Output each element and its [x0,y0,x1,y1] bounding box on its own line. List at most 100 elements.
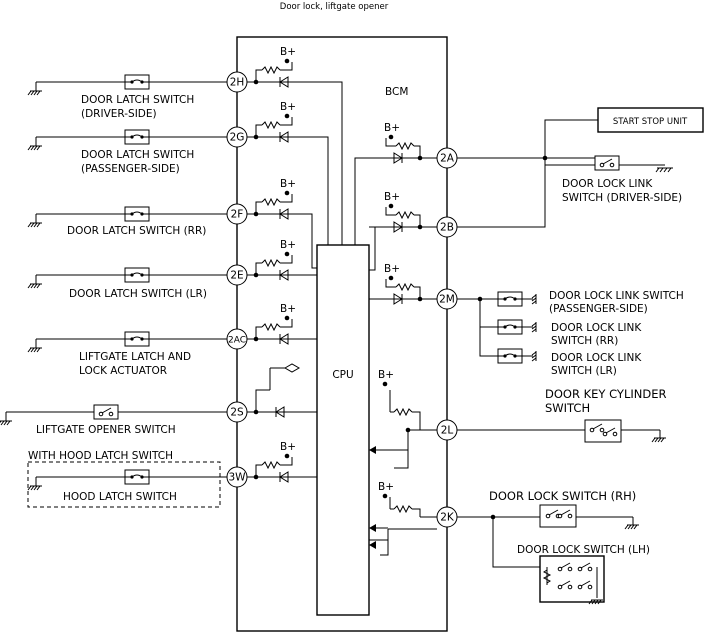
switch-contact [587,584,593,590]
diode-triangle [279,471,289,483]
diode-icon [279,471,289,483]
ground-icon [27,485,42,491]
switch-arm [131,79,143,83]
ground-tick [30,145,35,151]
pin-2g: 2G [226,126,248,148]
resistor-icon [261,322,281,332]
harness-wire [492,517,540,568]
ground-icon [27,145,42,151]
ground-tick [27,283,32,289]
diode-triangle [275,406,285,418]
ground-tick [531,294,537,299]
switch-contact [557,566,563,572]
ground-tick [36,90,41,96]
diode-icon [393,293,403,305]
diode-icon [279,208,289,220]
left-circuit-label: HOOD LATCH SWITCH [63,491,177,503]
internal-wire [385,138,396,147]
left-circuit-label: LIFTGATE OPENER SWITCH [36,424,176,436]
ground-tick [33,145,38,151]
ground-tick [633,524,638,530]
left-circuit-label: DOOR LATCH SWITCH [81,94,194,106]
right-circuit-label: DOOR LOCK LINK [562,178,653,190]
diode-icon [279,269,289,281]
ground-tick [630,524,635,530]
open-switch-icon [589,423,605,433]
ground-tick [36,347,41,353]
ground-tick [6,420,11,426]
supply-dot [284,113,290,119]
diode-triangle [279,131,289,143]
supply-label: B+ [280,239,296,251]
right-circuit-label: SWITCH (LR) [551,365,617,377]
resistor-icon [395,141,415,151]
ground-tick [624,524,629,530]
internal-wire [300,136,329,245]
ground-tick [36,485,41,491]
internal-wire [255,389,270,412]
internal-wire [385,279,396,288]
internal-wire [280,117,293,126]
internal-wire [255,262,262,275]
ground-tick [27,90,32,96]
switch-contact [599,427,605,433]
pin-2k: 2K [436,506,458,528]
supply-dot [388,275,394,281]
left-circuits: DOOR LATCH SWITCH(DRIVER-SIDE)2HB+DOOR L… [0,46,343,503]
switch-contact [577,584,583,590]
switch-contact [599,162,605,168]
switch-arm [580,562,591,569]
diode-triangle [279,76,289,88]
switch-box [93,404,119,420]
pin-label: 2G [230,132,245,144]
diagram-title: Door lock, liftgate opener [280,2,389,12]
left-circuit-label: LOCK ACTUATOR [79,365,167,377]
resistor-icon [261,120,281,130]
pin-label: 2H [230,77,245,89]
supply-label: B+ [384,122,400,134]
ground-tick [30,283,35,289]
switch-box [594,155,620,171]
pin-label: 2S [230,407,244,419]
ground-tick [0,420,2,424]
harness-wire [544,158,598,166]
supply-label: B+ [384,191,400,203]
supply-dot [284,453,290,459]
internal-wire [369,529,389,541]
supply-label: B+ [378,369,394,381]
ground-icon [624,524,639,530]
ground-tick [33,347,38,353]
internal-wire [280,319,293,328]
start-stop-unit-box [597,107,704,133]
diode-triangle [279,208,289,220]
arrow-icon [369,524,376,532]
supply-dot [284,190,290,196]
switch-arm [131,272,143,276]
switch-arm [580,580,591,587]
resistor-icon [542,569,552,584]
ground-tick [27,222,32,228]
internal-wire [414,286,421,299]
internal-wire [255,69,262,82]
open-switch-icon [594,155,620,171]
internal-wire [412,508,421,517]
pin-2a: 2A [436,147,458,169]
resistor-icon [393,407,413,417]
ground-tick [27,145,32,151]
internal-wire [385,207,396,216]
ground-tick [657,437,662,443]
open-switch-icon [93,404,119,420]
diode-triangle [279,333,289,345]
switch-contact [589,427,595,433]
internal-wire [255,464,262,477]
switch-contact [98,411,104,417]
diode-icon [275,406,285,418]
right-circuit-label: DOOR LOCK LINK [551,352,642,364]
open-switch-icon [557,509,573,519]
ground-icon [655,167,673,173]
supply-label: B+ [280,101,296,113]
pin-label: 3W [228,472,246,484]
internal-wire [280,255,293,264]
switch-contact [557,513,563,519]
